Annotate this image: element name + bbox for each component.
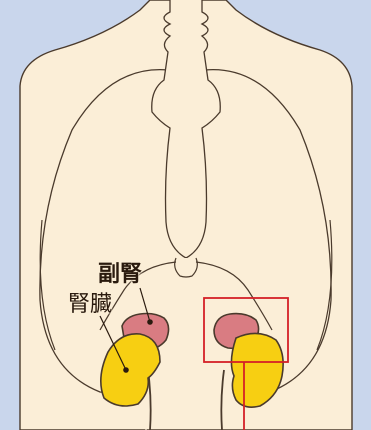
label-kidney: 腎臓 [68, 293, 112, 317]
label-adrenal-gland: 副腎 [98, 263, 142, 287]
spine-base [175, 258, 198, 277]
